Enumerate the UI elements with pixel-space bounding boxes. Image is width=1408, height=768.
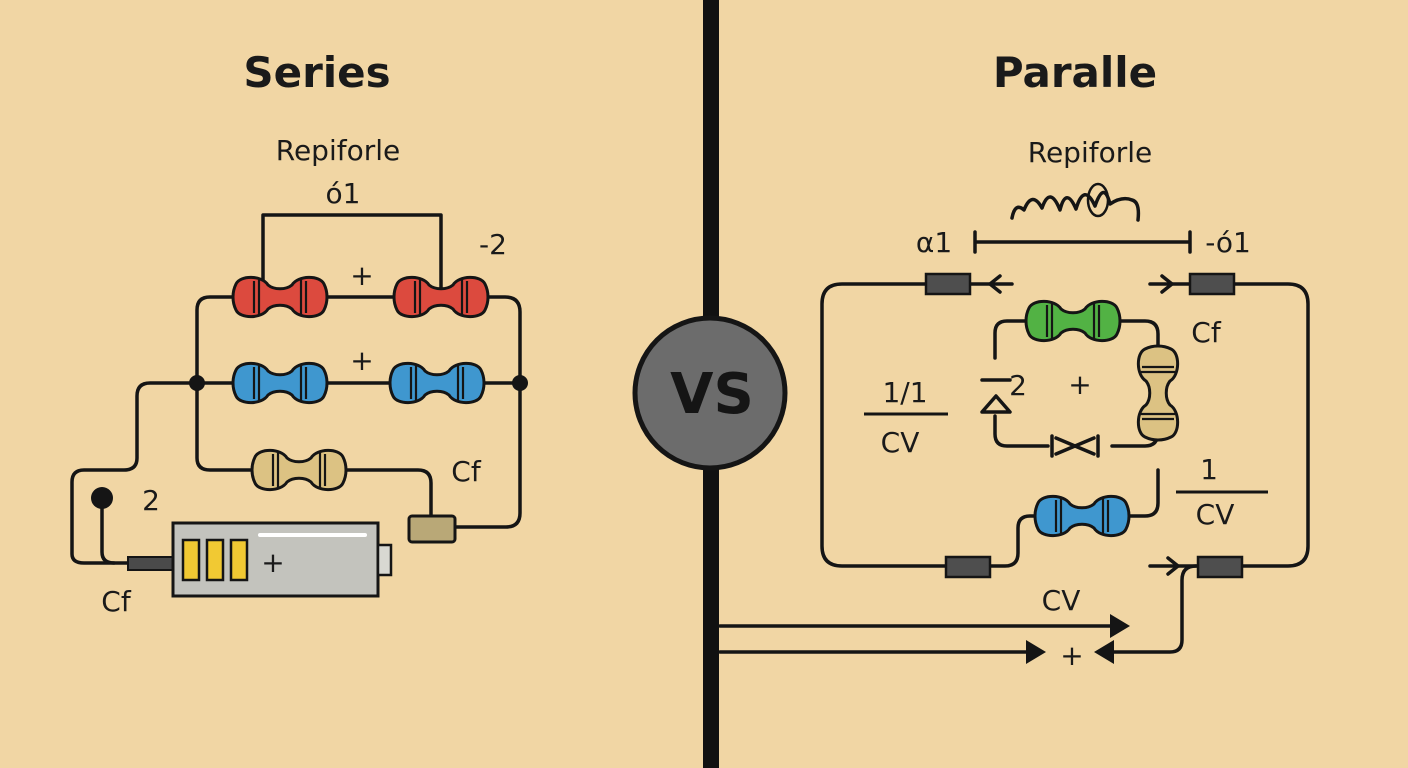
series-tan-right-wire — [338, 468, 433, 519]
capacitor-icon — [1196, 555, 1244, 579]
series-label-right: -2 — [479, 228, 507, 261]
series-panel: Series Repiforle ó1 -2 — [70, 48, 528, 618]
parallel-label-a1: α1 — [916, 226, 952, 259]
inner-loop-top-right-wire — [1112, 319, 1160, 354]
series-outer-loop-wire — [70, 381, 199, 565]
arrow-icon — [1094, 640, 1114, 664]
bottom-return-wire — [1112, 564, 1198, 654]
resistor-icon — [231, 361, 329, 405]
arrow-icon — [1160, 274, 1174, 294]
series-junction-bottom — [91, 487, 113, 509]
arrow-icon — [988, 274, 1002, 294]
arrow-icon — [1166, 556, 1180, 576]
series-plus-mid: + — [350, 344, 373, 377]
battery-icon — [127, 521, 393, 598]
parallel-label-cv-bottom: CV — [1042, 584, 1081, 617]
parallel-bottom-mid-lead — [1120, 468, 1160, 518]
frac-right-denominator: CV — [1196, 498, 1235, 531]
vs-label: VS — [670, 362, 754, 427]
series-label-two: 2 — [142, 484, 160, 517]
inner-loop-bottom-left-wire — [993, 414, 1050, 448]
parallel-title: Paralle — [993, 48, 1157, 97]
series-label-c-bottom: Cf — [101, 585, 132, 618]
capacitor-icon — [924, 272, 972, 296]
resistor-icon — [1033, 494, 1131, 538]
resistor-icon — [231, 275, 329, 319]
scribble-mark — [1010, 190, 1141, 222]
series-label-top: ó1 — [326, 177, 361, 210]
parallel-label-neg2: 2 — [1009, 369, 1027, 402]
frac-left-denominator: CV — [881, 426, 920, 459]
resistor-icon — [392, 275, 490, 319]
inner-loop-top-left-wire — [993, 319, 1034, 360]
series-plus-top: + — [350, 259, 373, 292]
resistor-icon — [250, 448, 348, 492]
frac-left-numerator: 1/1 — [882, 376, 927, 409]
capacitor-icon — [407, 514, 457, 544]
resistor-icon — [388, 361, 486, 405]
parallel-panel: Paralle Repiforle α1 -ó1 — [718, 48, 1310, 672]
resistor-icon — [1024, 299, 1122, 343]
series-title: Series — [243, 48, 390, 97]
scribble-loop — [1086, 182, 1110, 218]
series-junction-left — [189, 375, 205, 391]
series-right-rail-wire — [453, 295, 522, 529]
parallel-plus-bottom: + — [1060, 639, 1083, 672]
capacitor-icon — [1188, 272, 1236, 296]
parallel-bottom-left-lead — [988, 514, 1044, 568]
arrow-icon — [1110, 614, 1130, 638]
series-subtitle: Repiforle — [276, 134, 400, 167]
parallel-label-cf: Cf — [1191, 316, 1222, 349]
cross-switch-icon — [1050, 434, 1100, 458]
parallel-subtitle: Repiforle — [1028, 136, 1152, 169]
top-dimension-bracket — [973, 230, 1192, 254]
series-top-bridge-wire — [261, 213, 443, 294]
frac-right-numerator: 1 — [1200, 453, 1218, 486]
parallel-outer-left-wire — [820, 282, 950, 568]
parallel-outer-right-wire — [1232, 282, 1310, 568]
parallel-plus-center: + — [1068, 368, 1091, 401]
capacitor-icon — [944, 555, 992, 579]
diode-symbol-icon — [980, 378, 1012, 414]
vs-badge: VS — [632, 315, 788, 471]
resistor-icon — [1136, 344, 1180, 442]
series-label-c-right: Cf — [451, 455, 482, 488]
arrow-icon — [1026, 640, 1046, 664]
series-junction-right — [512, 375, 528, 391]
series-tap-wire — [100, 496, 116, 565]
parallel-label-o1: -ó1 — [1205, 226, 1251, 259]
battery-plus-label: + — [261, 546, 284, 579]
